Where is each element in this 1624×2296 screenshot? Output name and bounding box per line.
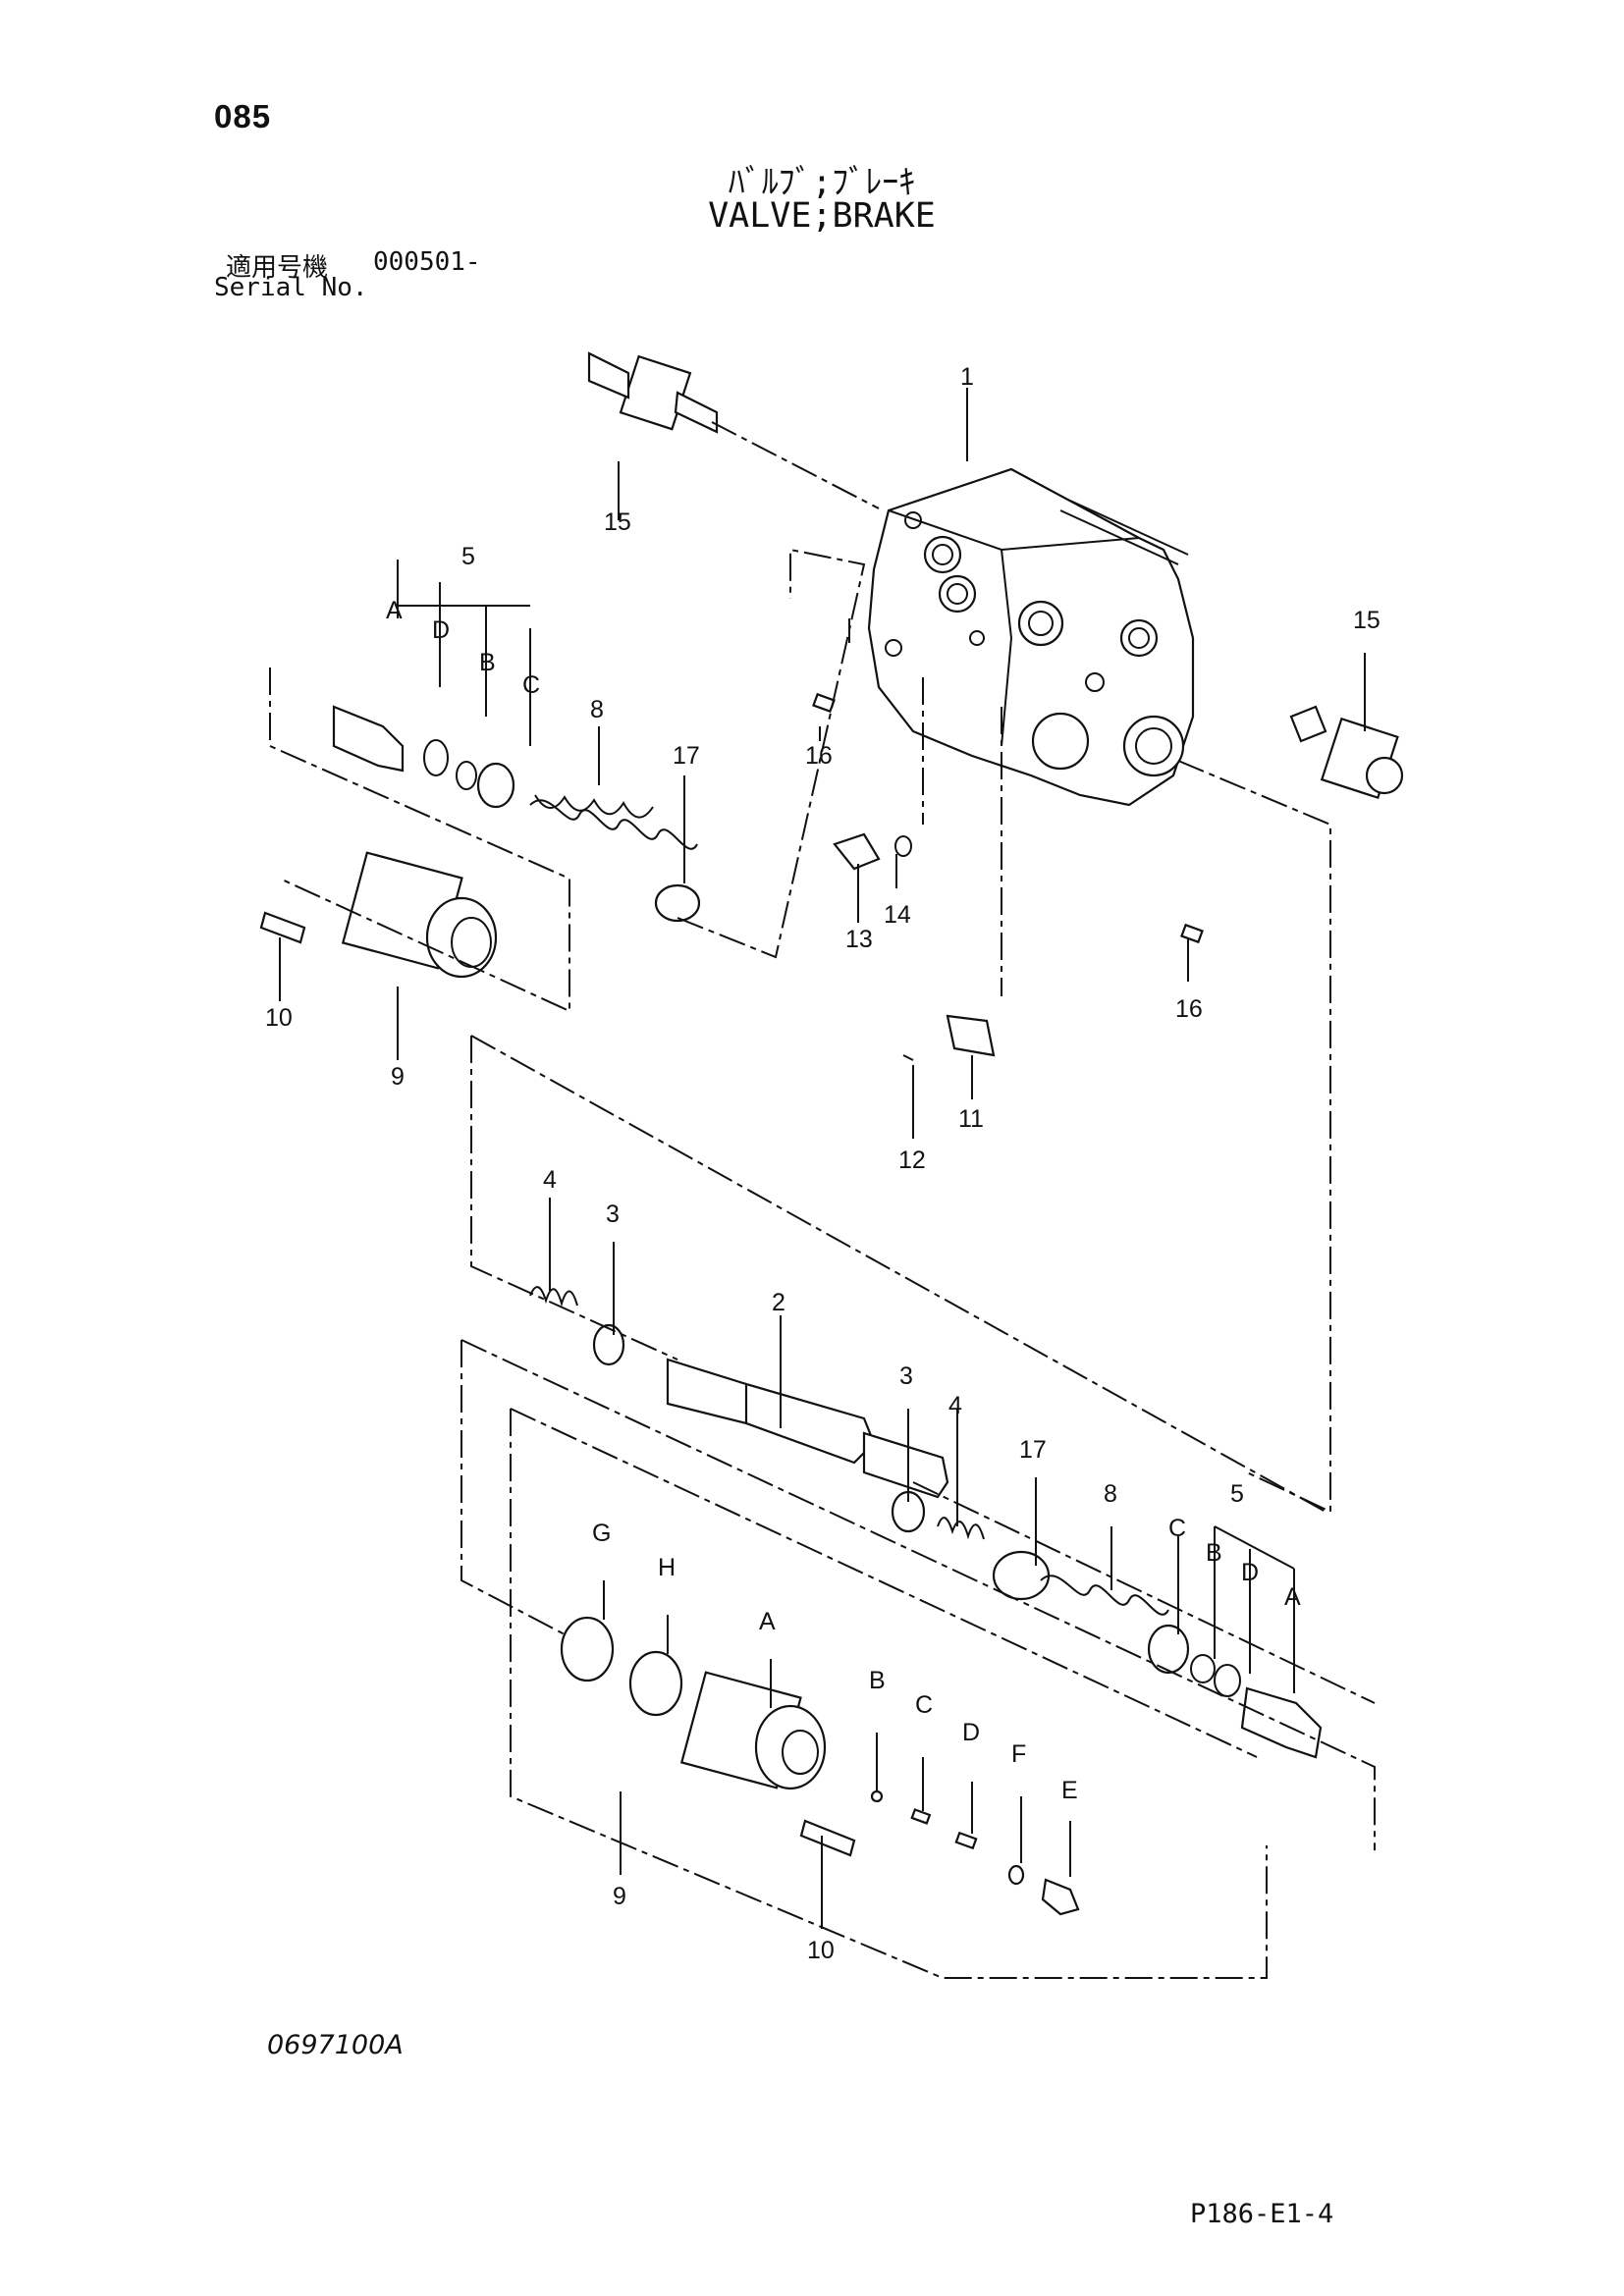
- callout-c-small: C: [915, 1691, 933, 1719]
- callout-17a: 17: [673, 742, 700, 770]
- spool-left-upper: [332, 705, 701, 923]
- callout-8a: 8: [590, 696, 604, 723]
- callout-b-small: B: [869, 1667, 886, 1694]
- callout-d-upper: D: [432, 616, 450, 644]
- callout-c-upper: C: [522, 671, 540, 699]
- valve-body: [867, 467, 1195, 807]
- callout-10a: 10: [265, 1004, 293, 1032]
- callout-g: G: [592, 1520, 611, 1547]
- plug-e: [1041, 1878, 1080, 1916]
- callout-17b: 17: [1019, 1436, 1047, 1464]
- page-number: 085: [214, 98, 272, 134]
- title-japanese: ﾊﾞﾙﾌﾞ;ﾌﾞﾚｰｷ: [728, 163, 916, 202]
- callout-5a: 5: [461, 543, 475, 570]
- oring-g: [560, 1616, 615, 1682]
- callout-3b: 3: [899, 1362, 913, 1390]
- callout-16b: 16: [1175, 995, 1203, 1023]
- leader-lines: [279, 388, 1366, 1929]
- main-spool: [529, 1286, 985, 1540]
- callout-9b: 9: [613, 1883, 626, 1910]
- callout-c-lower: C: [1168, 1515, 1186, 1542]
- callout-a-cover: A: [759, 1608, 776, 1635]
- plug-and-oring: [833, 832, 912, 871]
- callout-b-lower: B: [1206, 1539, 1222, 1567]
- port-fitting-right: [1289, 705, 1404, 800]
- serial-value: 000501-: [373, 247, 481, 277]
- seat-c: [910, 1808, 932, 1825]
- callout-10b: 10: [807, 1937, 835, 1964]
- callout-a-upper: A: [386, 597, 403, 624]
- callout-b-upper: B: [479, 649, 496, 676]
- page-code: P186-E1-4: [1190, 2199, 1334, 2229]
- callout-3a: 3: [606, 1201, 620, 1228]
- callout-9a: 9: [391, 1063, 405, 1091]
- serial-label-japanese: 適用号機: [226, 253, 329, 283]
- callout-2: 2: [772, 1289, 785, 1316]
- callout-16a: 16: [805, 742, 833, 770]
- title-english: VALVE;BRAKE: [708, 196, 936, 236]
- callout-12: 12: [898, 1147, 926, 1174]
- callout-f: F: [1011, 1740, 1026, 1768]
- callout-15a: 15: [604, 508, 631, 536]
- callout-5b: 5: [1230, 1480, 1244, 1508]
- orifice-upper: [812, 692, 836, 714]
- callout-4b: 4: [948, 1392, 962, 1419]
- callout-11: 11: [958, 1105, 984, 1133]
- callout-4a: 4: [543, 1166, 557, 1194]
- callout-labels: 1 15 15 5 A D B C 8 17 16 16 13 14 10 9 …: [265, 363, 1380, 1964]
- callout-h: H: [658, 1554, 676, 1581]
- serial-label-english: Serial No.: [214, 273, 368, 302]
- callout-d-lower: D: [1241, 1559, 1259, 1586]
- oring-h: [628, 1650, 683, 1717]
- drawing-code: 0697100A: [267, 2030, 404, 2060]
- callout-e: E: [1061, 1777, 1078, 1804]
- callout-14: 14: [884, 901, 911, 929]
- rivet: [902, 1054, 914, 1061]
- ring-f: [1007, 1864, 1025, 1886]
- ball-b: [870, 1789, 884, 1803]
- callout-a-lower: A: [1284, 1583, 1301, 1611]
- callout-15b: 15: [1353, 607, 1380, 634]
- name-plate: [946, 1014, 996, 1057]
- callout-13: 13: [845, 926, 873, 953]
- cover-upper: [259, 851, 498, 979]
- spring-upper: [529, 799, 698, 850]
- port-fitting-top: [587, 351, 719, 434]
- exploded-dashed-lines: [269, 421, 1376, 1979]
- spring-d: [954, 1831, 978, 1850]
- callout-d-small: D: [962, 1719, 980, 1746]
- orifice-lower: [1180, 923, 1204, 944]
- callout-8b: 8: [1104, 1480, 1117, 1508]
- callout-1: 1: [960, 363, 974, 391]
- cover-lower: [679, 1671, 856, 1857]
